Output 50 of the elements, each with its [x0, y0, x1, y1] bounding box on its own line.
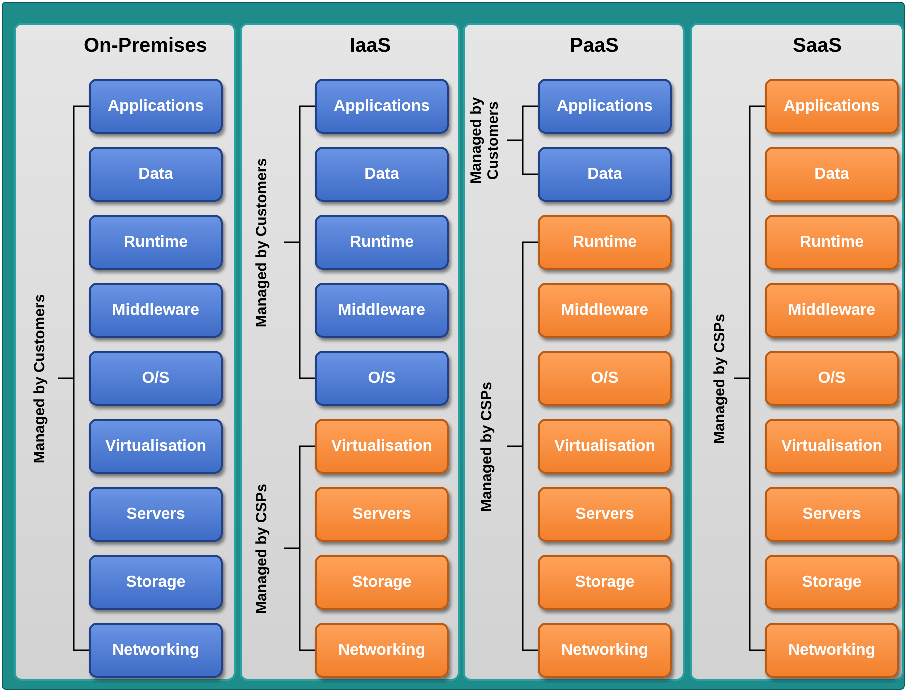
- layer-box: Middleware: [315, 283, 449, 338]
- column-title: SaaS: [793, 35, 842, 58]
- side-label: Managed by Customers: [468, 96, 502, 186]
- layer-box: Virtualisation: [765, 419, 899, 474]
- layer-box: Applications: [89, 79, 223, 134]
- layer-box: Storage: [315, 555, 449, 610]
- layer-box: Middleware: [765, 283, 899, 338]
- layer-box: Runtime: [538, 215, 672, 270]
- layer-box: Servers: [538, 487, 672, 542]
- side-label: Managed by CSPs: [254, 483, 270, 614]
- layer-box: Middleware: [89, 283, 223, 338]
- layer-box: Virtualisation: [315, 419, 449, 474]
- layer-box: Storage: [89, 555, 223, 610]
- column-title: On-Premises: [84, 35, 208, 58]
- column-panel: [14, 23, 236, 681]
- layer-box: O/S: [538, 351, 672, 406]
- layer-box: Middleware: [538, 283, 672, 338]
- layer-box: O/S: [315, 351, 449, 406]
- layer-box: O/S: [89, 351, 223, 406]
- layer-box: Applications: [765, 79, 899, 134]
- layer-box: Runtime: [765, 215, 899, 270]
- layer-box: Data: [765, 147, 899, 202]
- layer-box: O/S: [765, 351, 899, 406]
- column-title: IaaS: [350, 35, 392, 58]
- layer-box: Networking: [89, 623, 223, 678]
- layer-box: Virtualisation: [89, 419, 223, 474]
- side-label: Managed by Customers: [32, 294, 48, 464]
- side-label: Managed by Customers: [254, 158, 270, 328]
- layer-box: Data: [538, 147, 672, 202]
- layer-box: Networking: [315, 623, 449, 678]
- layer-box: Storage: [765, 555, 899, 610]
- layer-box: Data: [315, 147, 449, 202]
- layer-box: Networking: [538, 623, 672, 678]
- layer-box: Servers: [765, 487, 899, 542]
- layer-box: Applications: [538, 79, 672, 134]
- layer-box: Applications: [315, 79, 449, 134]
- side-label: Managed by CSPs: [712, 313, 728, 444]
- layer-box: Servers: [89, 487, 223, 542]
- layer-box: Runtime: [89, 215, 223, 270]
- layer-box: Virtualisation: [538, 419, 672, 474]
- side-label: Managed by CSPs: [478, 381, 496, 512]
- layer-box: Runtime: [315, 215, 449, 270]
- column-panel: [690, 23, 904, 681]
- layer-box: Servers: [315, 487, 449, 542]
- layer-box: Networking: [765, 623, 899, 678]
- column-title: PaaS: [570, 35, 619, 58]
- column-panel: [240, 23, 460, 681]
- layer-box: Data: [89, 147, 223, 202]
- layer-box: Storage: [538, 555, 672, 610]
- column-panel: [463, 23, 685, 681]
